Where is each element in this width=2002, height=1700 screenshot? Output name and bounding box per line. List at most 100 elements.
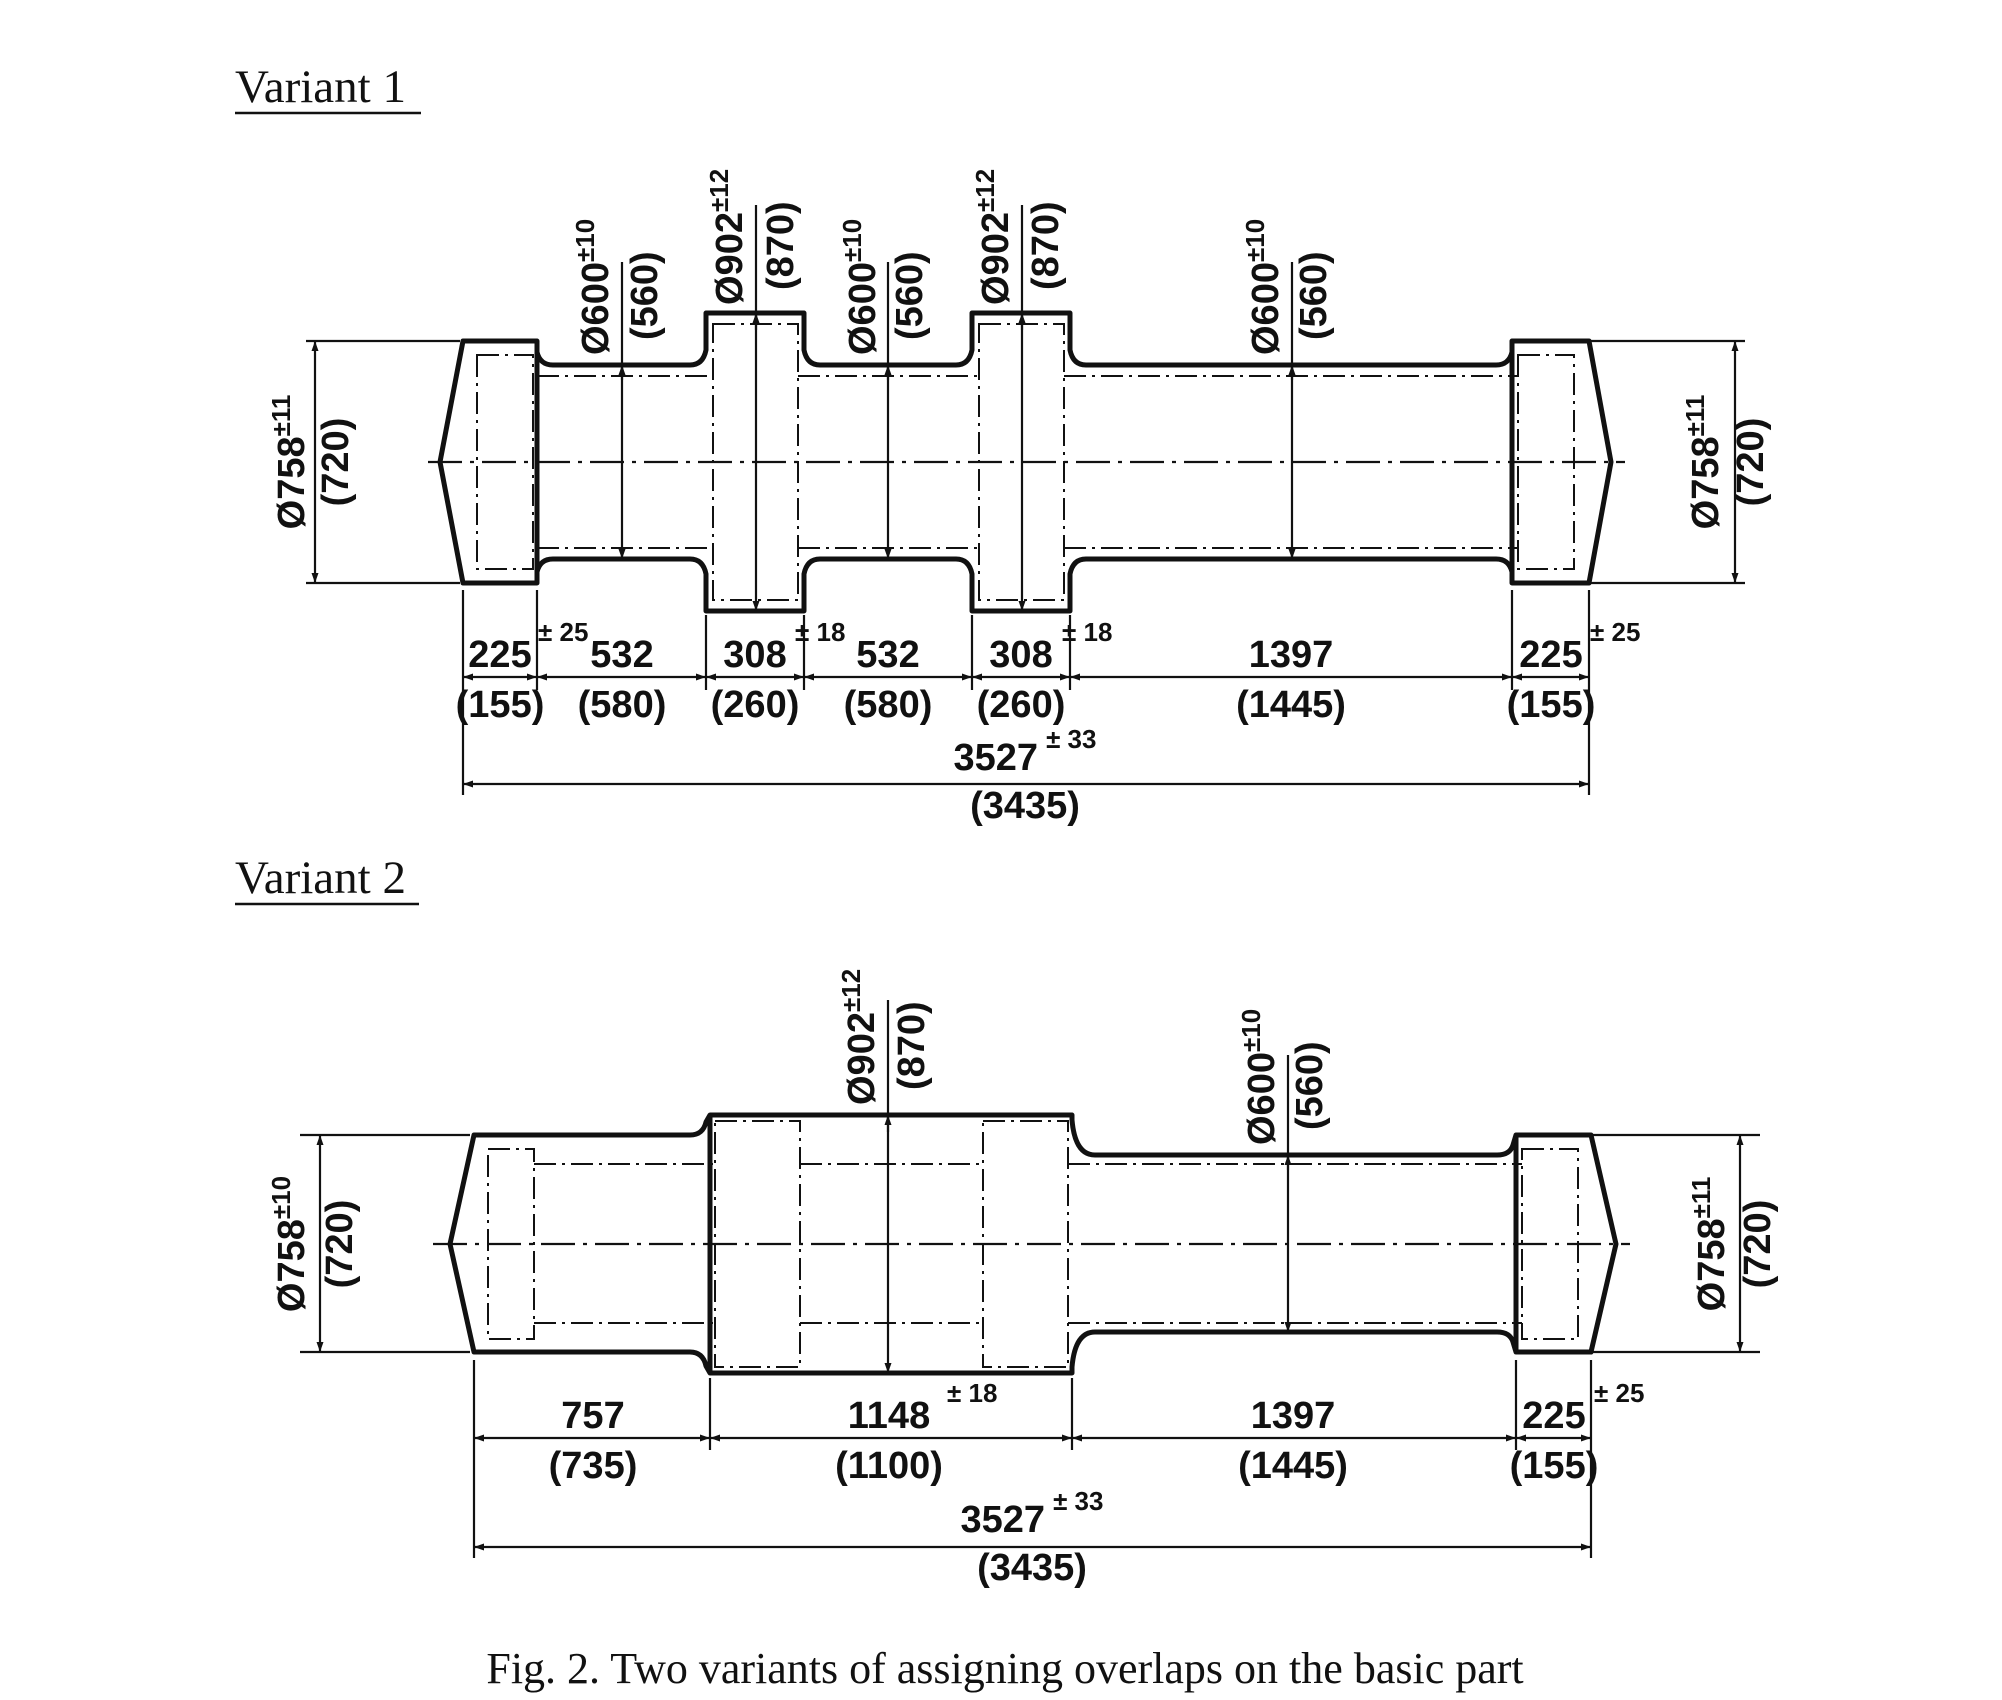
diameter-value: Ø902: [709, 212, 751, 305]
length-value: 225: [1519, 634, 1582, 676]
left-diameter-dim-variant-1: Ø758±11 (720): [266, 339, 460, 585]
diameter-value: Ø902: [975, 212, 1017, 305]
diameter-raw: (560): [1289, 1041, 1331, 1130]
length-value: 308: [989, 634, 1052, 676]
svg-text:Ø600±10: Ø600±10: [837, 219, 884, 355]
length-raw: (155): [1507, 684, 1596, 726]
length-tolerance: ± 18: [795, 617, 845, 647]
length-raw: (1100): [835, 1445, 943, 1487]
length-value: 532: [590, 634, 653, 676]
length-raw: (260): [977, 684, 1066, 726]
length-dims-variant-1: 225 (155) 532 (580) 308 (260) 532 (580) …: [456, 590, 1640, 827]
neck-3-diameter-dim: Ø600±10 (560): [1240, 219, 1335, 559]
diameter-value: Ø600: [1241, 1052, 1283, 1145]
length-value: 308: [723, 634, 786, 676]
diameter-tolerance: ±10: [1240, 219, 1270, 262]
variant-1: Variant 1 Ø758±11: [235, 61, 1772, 827]
length-raw: (735): [549, 1445, 638, 1487]
diameter-raw: (720): [315, 418, 357, 507]
length-tolerance: ± 18: [1062, 617, 1112, 647]
diameter-tolerance: ±12: [836, 969, 866, 1012]
diameter-value: Ø758: [1685, 436, 1727, 529]
diameter-value: Ø758: [1691, 1218, 1733, 1311]
length-value: 1148: [848, 1395, 930, 1437]
shaft-outline-variant-1: [437, 310, 1614, 614]
svg-text:Ø758±11: Ø758±11: [266, 395, 313, 530]
length-tolerance: ± 25: [1594, 1378, 1644, 1408]
svg-text:3527± 33: 3527± 33: [954, 724, 1097, 779]
length-value: 1397: [1249, 634, 1334, 676]
variant-2-title: Variant 2: [235, 852, 406, 904]
length-value: 225: [1522, 1395, 1585, 1437]
diameter-raw: (560): [624, 251, 666, 340]
diameter-raw: (870): [1025, 201, 1067, 290]
neck-2-diameter-dim: Ø600±10 (560): [837, 219, 931, 559]
diameter-raw: (720): [1737, 1200, 1779, 1289]
length-raw: (1445): [1238, 1445, 1348, 1487]
svg-text:Ø902±12: Ø902±12: [704, 169, 751, 305]
diameter-tolerance: ±12: [704, 169, 734, 212]
length-raw: (1445): [1236, 684, 1346, 726]
diameter-raw: (870): [760, 201, 802, 290]
svg-text:Ø758±10: Ø758±10: [266, 1176, 313, 1312]
diameter-value: Ø902: [841, 1012, 883, 1105]
diameter-value: Ø758: [271, 436, 313, 529]
svg-text:Ø902±12: Ø902±12: [836, 969, 883, 1105]
diameter-tolerance: ±10: [1236, 1009, 1266, 1052]
diameter-tolerance: ±10: [570, 219, 600, 262]
svg-text:3527± 33: 3527± 33: [961, 1486, 1104, 1541]
neck-1-diameter-dim: Ø600±10 (560): [570, 219, 666, 559]
length-value: 532: [856, 634, 919, 676]
length-raw: (155): [456, 684, 545, 726]
diameter-raw: (720): [319, 1200, 361, 1289]
diameter-tolerance: ±11: [266, 395, 296, 437]
length-raw: (260): [711, 684, 800, 726]
shaft-outline-variant-2: [447, 1112, 1619, 1376]
total-length-value: 3527: [954, 737, 1039, 779]
length-tolerance: ± 18: [947, 1378, 997, 1408]
diameter-raw: (560): [1293, 251, 1335, 340]
length-value: 1397: [1251, 1395, 1336, 1437]
collar-diameter-dim-variant-2: Ø902±12 (870): [836, 969, 933, 1373]
svg-text:Ø758±11: Ø758±11: [1680, 395, 1727, 530]
left-diameter-dim-variant-2: Ø758±10 (720): [266, 1133, 470, 1354]
length-dims-variant-2: 757 (735) 1148 (1100) 1397 (1445) 225 (1…: [472, 1360, 1644, 1589]
length-value: 757: [561, 1395, 624, 1437]
total-length-tolerance: ± 33: [1053, 1486, 1103, 1516]
diameter-value: Ø600: [842, 262, 884, 355]
length-raw: (580): [844, 684, 933, 726]
diameter-raw: (560): [889, 251, 931, 340]
svg-text:Ø600±10: Ø600±10: [570, 219, 617, 355]
diameter-raw: (720): [1730, 418, 1772, 507]
diameter-value: Ø600: [575, 262, 617, 355]
svg-text:Ø600±10: Ø600±10: [1236, 1009, 1283, 1145]
diameter-tolerance: ±10: [837, 219, 867, 262]
total-length-raw: (3435): [970, 785, 1080, 827]
diameter-raw: (870): [891, 1001, 933, 1090]
diameter-value: Ø758: [271, 1219, 313, 1312]
diameter-tolerance: ±11: [1680, 395, 1710, 437]
variant-1-title: Variant 1: [235, 61, 406, 113]
variant-2: Variant 2 Ø758±10 (720): [235, 852, 1779, 1589]
total-length-tolerance: ± 33: [1046, 724, 1096, 754]
figure-caption: Fig. 2. Two variants of assigning overla…: [486, 1644, 1523, 1693]
diameter-tolerance: ±12: [970, 169, 1000, 212]
length-tolerance: ± 25: [1590, 617, 1640, 647]
diameter-tolerance: ±11: [1686, 1177, 1716, 1219]
right-diameter-dim-variant-1: Ø758±11 (720): [1590, 339, 1772, 585]
svg-text:Ø758±11: Ø758±11: [1686, 1177, 1733, 1312]
length-raw: (580): [578, 684, 667, 726]
collar-1-diameter-dim: Ø902±12 (870): [704, 169, 802, 611]
total-length-value: 3527: [961, 1499, 1046, 1541]
length-tolerance: ± 25: [538, 617, 588, 647]
right-diameter-dim-variant-2: Ø758±11 (720): [1592, 1133, 1779, 1354]
neck-diameter-dim-variant-2: Ø600±10 (560): [1236, 1009, 1331, 1332]
svg-text:Ø600±10: Ø600±10: [1240, 219, 1287, 355]
total-length-raw: (3435): [977, 1547, 1087, 1589]
diameter-tolerance: ±10: [266, 1176, 296, 1219]
length-value: 225: [468, 634, 531, 676]
diameter-value: Ø600: [1245, 262, 1287, 355]
svg-text:Ø902±12: Ø902±12: [970, 169, 1017, 305]
collar-2-diameter-dim: Ø902±12 (870): [970, 169, 1067, 611]
